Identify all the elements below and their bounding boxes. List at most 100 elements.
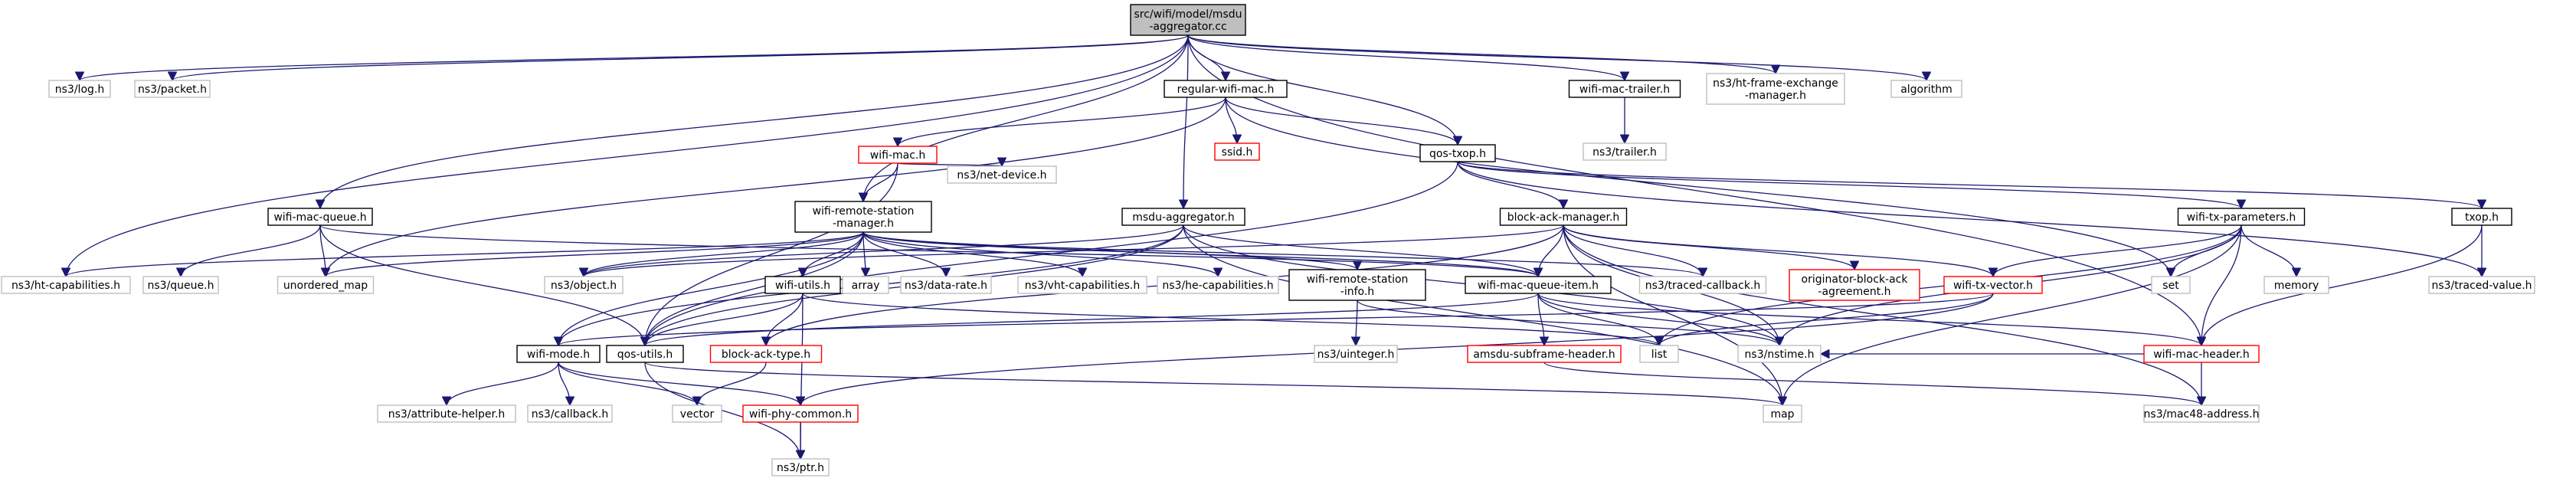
node-object: ns3/object.h [544,276,624,294]
node-net-device: ns3/net-device.h [947,165,1057,184]
node-label: wifi-mac.h [870,149,925,162]
node-wifi-mac-trailer[interactable]: wifi-mac-trailer.h [1568,80,1681,98]
node-amsdu-subframe-header[interactable]: amsdu-subframe-header.h [1467,345,1622,363]
node-box [544,276,624,294]
edge-block-ack-manager-to-wifi-mac-queue-item [1538,224,1564,277]
edge-qos-utils-to-ptr [644,362,800,459]
edge-block-ack-manager-to-map [1563,224,1782,405]
node-box [2177,208,2306,226]
edge-wifi-remote-station-manager-to-vht-capabilities [862,231,1082,277]
node-label: wifi-mac-queue-item.h [1478,280,1599,292]
edge-root-to-log [80,34,1189,81]
node-attribute-helper: ns3/attribute-helper.h [377,404,516,423]
node-label: wifi-tx-parameters.h [2187,211,2296,224]
node-box [2263,276,2329,294]
node-msdu-aggregator[interactable]: msdu-aggregator.h [1121,208,1245,226]
edge-root-to-ht-capabilities [66,34,1189,277]
node-box [142,276,219,294]
node-label: map [1770,408,1794,421]
node-block-ack-manager[interactable]: block-ack-manager.h [1499,208,1628,226]
node-label: wifi-tx-vector.h [1953,280,2033,292]
edge-block-ack-manager-to-traced-callback [1563,224,1703,277]
node-wifi-remote-station-info[interactable]: wifi-remote-station-info.h [1288,269,1426,301]
node-wifi-tx-parameters[interactable]: wifi-tx-parameters.h [2177,208,2306,226]
node-box [947,165,1057,184]
edge-regular-wifi-mac-to-set [1225,97,2171,277]
node-algorithm: algorithm [1890,80,1962,98]
node-box [1130,4,1246,36]
edge-wifi-tx-parameters-to-wifi-tx-vector [1993,224,2242,277]
node-box [1737,345,1822,363]
node-wifi-mac-queue-item[interactable]: wifi-mac-queue-item.h [1465,276,1612,294]
node-wifi-mac-queue[interactable]: wifi-mac-queue.h [267,208,373,226]
node-box [134,80,211,98]
node-label: -manager.h [833,218,894,230]
node-wifi-tx-vector[interactable]: wifi-tx-vector.h [1943,276,2043,294]
edge-msdu-aggregator-to-object [584,224,1184,277]
node-label: wifi-mac-header.h [2153,349,2250,361]
node-label: algorithm [1900,83,1952,96]
node-vht-capabilities: ns3/vht-capabilities.h [1017,276,1147,294]
node-label: ns3/data-rate.h [905,280,987,292]
node-ht-frame-exchange: ns3/ht-frame-exchange-manager.h [1706,73,1845,105]
edge-wifi-mode-to-vector [558,362,697,406]
node-queue: ns3/queue.h [142,276,219,294]
header-nodes: src/wifi/model/msdu-aggregator.cc ns3/log… [1,4,2535,476]
node-label: regular-wifi-mac.h [1177,83,1275,96]
edge-wifi-remote-station-manager-to-wifi-mac-queue-item [862,231,1538,277]
edge-wifi-mode-to-wifi-phy-common [558,362,800,406]
node-box [1763,404,1802,423]
node-label: vector [680,408,715,421]
edge-wifi-remote-station-manager-to-wifi-utils [803,231,864,277]
node-label: originator-block-ack [1802,273,1909,286]
node-label: ns3/nstime.h [1745,349,1815,361]
node-wifi-phy-common[interactable]: wifi-phy-common.h [742,404,859,423]
node-box [1465,276,1612,294]
node-box [1164,80,1288,98]
node-box [742,404,859,423]
node-wifi-utils[interactable]: wifi-utils.h [764,276,841,294]
node-vector: vector [672,404,722,423]
edge-block-ack-manager-to-originator-block-ack [1563,224,1854,270]
node-regular-wifi-mac[interactable]: regular-wifi-mac.h [1164,80,1288,98]
node-label: ns3/attribute-helper.h [388,408,506,421]
node-wifi-mac-header[interactable]: wifi-mac-header.h [2143,345,2260,363]
node-box [516,345,601,363]
node-box [1639,345,1679,363]
node-label: ns3/ht-frame-exchange [1713,77,1838,90]
edge-qos-txop-to-traced-value [1457,161,2482,277]
node-qos-txop[interactable]: qos-txop.h [1419,144,1496,162]
node-mac48-address: ns3/mac48-address.h [2143,404,2260,423]
node-box [1017,276,1147,294]
node-log: ns3/log.h [48,80,111,98]
node-wifi-remote-station-manager[interactable]: wifi-remote-station-manager.h [794,201,932,233]
node-map: map [1763,404,1802,423]
edge-wifi-remote-station-manager-to-unordered-map [326,231,864,277]
node-box [527,404,613,423]
node-box [1314,345,1398,363]
node-box [377,404,516,423]
edge-wifi-mac-to-wifi-remote-station-manager [863,162,898,202]
edge-wifi-mac-to-qos-utils [645,162,898,345]
node-label: ns3/log.h [55,83,104,96]
node-label: msdu-aggregator.h [1132,211,1234,224]
node-label: -manager.h [1745,90,1806,102]
node-label: ns3/uinteger.h [1317,349,1395,361]
node-qos-utils[interactable]: qos-utils.h [606,345,684,363]
edge-qos-txop-to-block-ack-manager [1457,161,1563,209]
node-root[interactable]: src/wifi/model/msdu-aggregator.cc [1130,4,1246,36]
node-wifi-mode[interactable]: wifi-mode.h [516,345,601,363]
node-label: set [2162,280,2179,292]
node-originator-block-ack[interactable]: originator-block-ack-agreement.h [1789,269,1920,301]
node-block-ack-type[interactable]: block-ack-type.h [709,345,823,363]
node-label: list [1651,349,1668,361]
node-box [1499,208,1628,226]
node-callback: ns3/callback.h [527,404,613,423]
node-txop[interactable]: txop.h [2451,208,2512,226]
node-memory: memory [2263,276,2329,294]
node-wifi-mac[interactable]: wifi-mac.h [858,146,938,164]
edge-wifi-mac-queue-to-queue [181,224,321,277]
node-ssid[interactable]: ssid.h [1214,142,1260,161]
node-ht-capabilities: ns3/ht-capabilities.h [1,276,131,294]
